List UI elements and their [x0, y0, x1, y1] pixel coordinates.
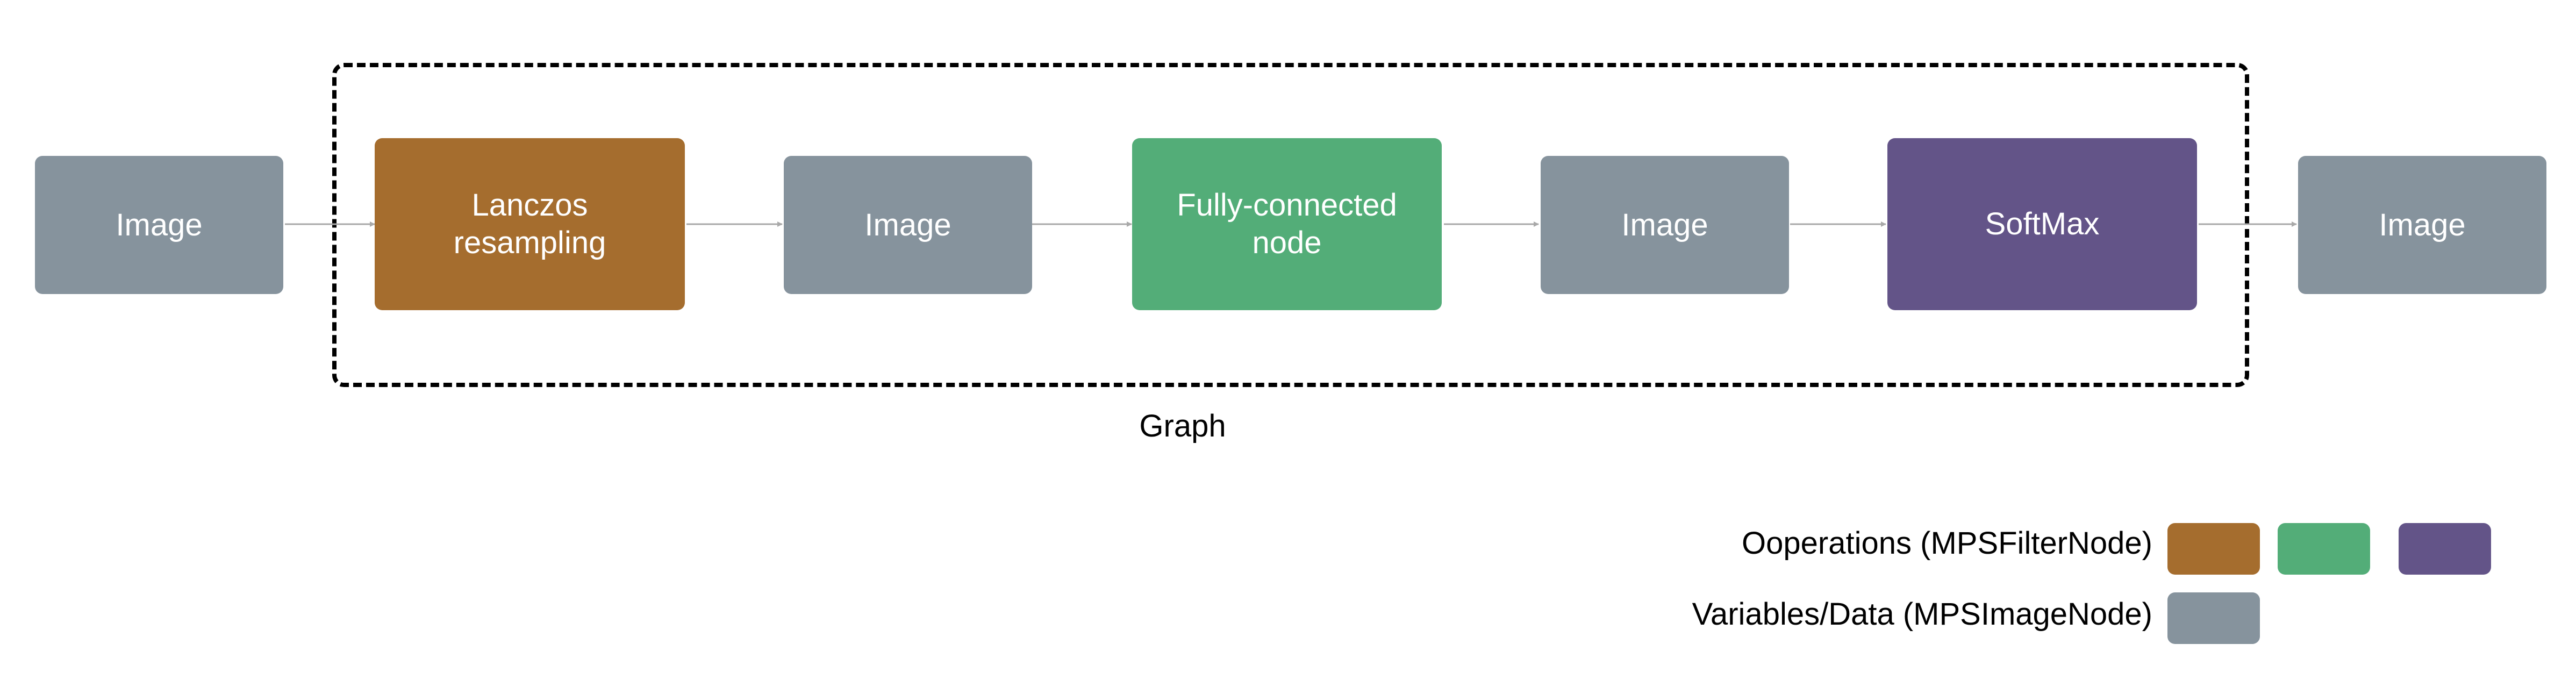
graph-label: Graph — [1139, 409, 1226, 443]
legend-swatch-lanczos — [2167, 523, 2260, 575]
legend-swatch-fully-connected — [2278, 523, 2370, 575]
image-node-2: Image — [784, 156, 1032, 294]
image-node-4: Image — [2298, 156, 2546, 294]
lanczos-resampling-node: Lanczos resampling — [375, 138, 685, 310]
legend-swatch-softmax — [2399, 523, 2491, 575]
legend-operations-label: Ooperations (MPSFilterNode) — [1742, 526, 2152, 561]
image-node-3: Image — [1541, 156, 1789, 294]
image-node-1: Image — [35, 156, 283, 294]
legend-variables-label: Variables/Data (MPSImageNode) — [1692, 597, 2152, 632]
legend-swatch-image — [2167, 592, 2260, 644]
fully-connected-node: Fully-connected node — [1132, 138, 1442, 310]
softmax-node: SoftMax — [1887, 138, 2197, 310]
